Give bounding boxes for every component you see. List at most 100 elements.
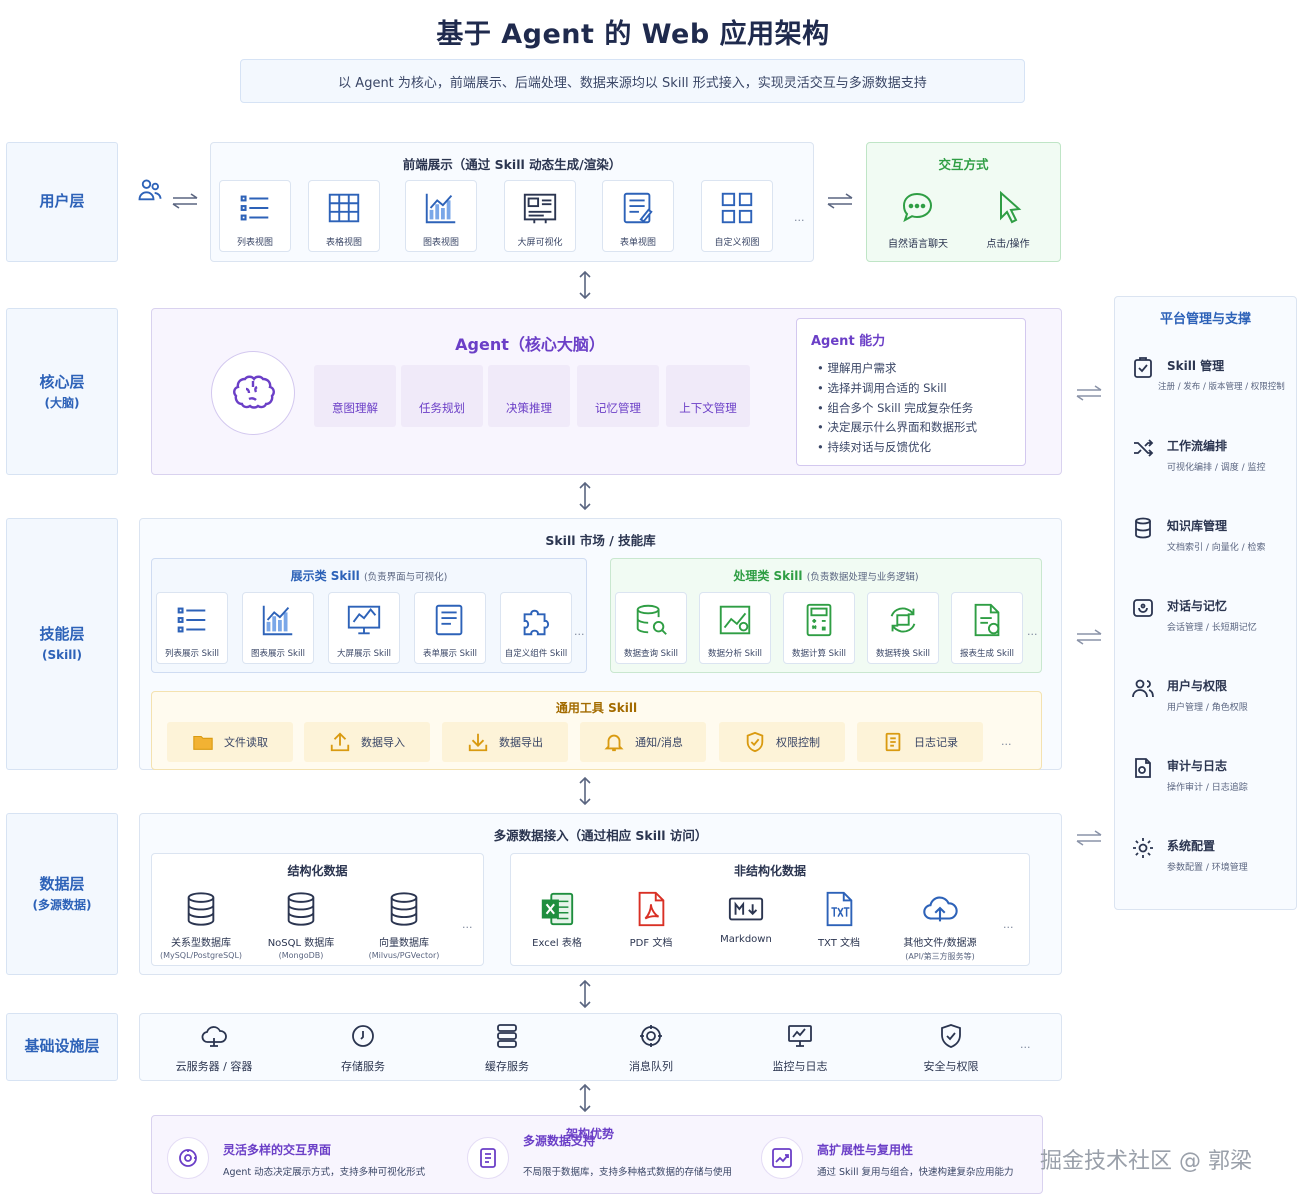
pdf-icon — [638, 891, 665, 927]
memory-icon — [1133, 599, 1153, 617]
structured-title: 结构化数据 — [287, 864, 348, 878]
unstructured-title: 非结构化数据 — [733, 864, 806, 878]
infra-item: 云服务器 / 容器 — [154, 1022, 274, 1074]
infra-item: 监控与日志 — [740, 1022, 860, 1074]
platform-panel — [1114, 296, 1297, 910]
structured-more: ... — [462, 918, 473, 931]
unstructured-name: PDF 文档 — [629, 938, 673, 949]
platform-item: 对话与记忆会话管理 / 长短期记忆 — [1131, 596, 1291, 646]
upload-icon — [330, 732, 350, 752]
frontend-card-table: 表格视图 — [308, 180, 380, 252]
layer-skill-label: 技能层 — [39, 625, 85, 644]
agent-ability-item: 决定展示什么界面和数据形式 — [817, 418, 977, 438]
tool-label: 数据导入 — [361, 736, 405, 749]
tools-more: ... — [1001, 735, 1012, 748]
display-skill-card: 自定义组件 Skill — [500, 592, 572, 664]
display-skill-card: 图表展示 Skill — [242, 592, 314, 664]
infra-item: 消息队列 — [591, 1022, 711, 1074]
vertical-arrow-icon — [579, 1083, 591, 1113]
process-skill-card: 数据转换 Skill — [867, 592, 939, 664]
tool-permission: 权限控制 — [719, 722, 845, 762]
vertical-arrow-icon — [579, 481, 591, 511]
structured-name: NoSQL 数据库 — [267, 938, 335, 949]
platform-title: 平台管理与支撑 — [1159, 312, 1251, 327]
platform-item-name: 系统配置 — [1167, 839, 1216, 853]
workflow-icon — [1134, 439, 1154, 457]
advantage-item: 多源数据支持 不局限于数据库，支持多种格式数据的存储与使用 — [467, 1133, 807, 1183]
platform-item-desc: 用户管理 / 角色权限 — [1167, 703, 1248, 713]
advantage-icon-wrap — [761, 1137, 803, 1179]
chart-view-icon — [425, 193, 456, 224]
process-skill-label: 数据查询 Skill — [623, 649, 679, 659]
frontend-panel: 前端展示（通过 Skill 动态生成/渲染） 列表视图 表格视图 图表视图 大屏… — [210, 142, 814, 262]
process-skill-label: 报表生成 Skill — [959, 649, 1015, 659]
cloud-icon — [923, 896, 958, 922]
platform-item-desc: 注册 / 发布 / 版本管理 / 权限控制 — [1158, 382, 1285, 392]
puzzle-icon — [523, 609, 550, 636]
frontend-card-chart: 图表视图 — [405, 180, 477, 252]
process-skill-title: 处理类 Skill — [733, 569, 803, 583]
knowledge-base-icon — [1135, 517, 1151, 539]
display-skill-note: (负责界面与可视化) — [363, 572, 448, 583]
interaction-label-chat: 自然语言聊天 — [888, 239, 948, 250]
agent-cap-reasoning: 决策推理 — [488, 365, 570, 427]
platform-item-desc: 可视化编排 / 调度 / 监控 — [1167, 463, 1266, 473]
platform-item: 用户与权限用户管理 / 角色权限 — [1131, 676, 1291, 726]
monitor-chart-icon — [347, 605, 381, 635]
tool-import: 数据导入 — [304, 722, 430, 762]
list-view-icon — [177, 607, 206, 633]
advantage-name: 高扩展性与复用性 — [817, 1143, 914, 1157]
layer-user-label: 用户层 — [39, 192, 85, 211]
platform-item: 工作流编排可视化编排 / 调度 / 监控 — [1131, 436, 1291, 486]
advantage-item: 高扩展性与复用性 通过 Skill 复用与组合，快速构建复杂应用能力 — [761, 1133, 1101, 1183]
cloud-server-icon — [201, 1026, 227, 1047]
advantages-panel — [151, 1115, 1043, 1194]
txt-icon — [826, 891, 853, 927]
unstructured-name: Markdown — [720, 934, 772, 945]
shield-icon — [746, 731, 764, 753]
frontend-card-label: 图表视图 — [422, 238, 459, 248]
brain-icon — [233, 375, 275, 409]
frontend-card-dashboard: 大屏可视化 — [504, 180, 576, 252]
display-skill-label: 表单展示 Skill — [422, 649, 478, 659]
display-skill-card: 表单展示 Skill — [414, 592, 486, 664]
list-view-icon — [240, 195, 269, 221]
infra-label: 监控与日志 — [772, 1060, 828, 1073]
security-shield-icon — [941, 1024, 961, 1048]
structured-desc: (Milvus/PGVector) — [368, 951, 440, 960]
platform-item-name: 审计与日志 — [1167, 759, 1228, 773]
database-search-icon — [636, 604, 667, 635]
vertical-arrow-icon — [579, 270, 591, 300]
convert-icon — [890, 607, 916, 633]
infra-label: 缓存服务 — [485, 1060, 529, 1073]
bidirectional-arrow-icon — [1076, 830, 1102, 846]
frontend-card-label: 表格视图 — [325, 238, 362, 248]
layer-core: 核心层(大脑) — [6, 308, 118, 475]
display-skill-title: 展示类 Skill — [290, 569, 360, 583]
platform-item-name: 用户与权限 — [1167, 679, 1228, 693]
layer-core-sub: (大脑) — [44, 395, 80, 410]
database-icon — [287, 892, 315, 926]
display-skill-label: 自定义组件 Skill — [504, 649, 568, 659]
dashboard-icon — [523, 193, 557, 224]
custom-view-icon — [721, 192, 753, 224]
platform-item: 审计与日志操作审计 / 日志追踪 — [1131, 756, 1291, 806]
platform-item: 系统配置参数配置 / 环境管理 — [1131, 836, 1291, 886]
platform-item: Skill 管理注册 / 发布 / 版本管理 / 权限控制 — [1131, 356, 1291, 406]
tool-label: 通知/消息 — [635, 736, 683, 749]
unstructured-desc: (API/第三方服务等) — [905, 952, 975, 961]
process-skill-more: ... — [1027, 625, 1038, 638]
message-queue-icon — [640, 1025, 662, 1047]
tool-log: 日志记录 — [857, 722, 983, 762]
unstructured-item: Markdown — [691, 890, 801, 945]
frontend-card-list: 列表视图 — [219, 180, 291, 252]
layer-data-sub: (多源数据) — [32, 898, 92, 913]
folder-icon — [193, 735, 213, 750]
infra-label: 云服务器 / 容器 — [175, 1060, 253, 1073]
display-skill-heading: 展示类 Skill (负责界面与可视化) — [152, 567, 586, 584]
download-icon — [468, 733, 488, 752]
agent-ability-list: 理解用户需求 选择并调用合适的 Skill 组合多个 Skill 完成复杂任务 … — [817, 359, 977, 458]
tools-skill-title: 通用工具 Skill — [555, 701, 638, 715]
tool-label: 文件读取 — [224, 736, 268, 749]
watermark: 掘金技术社区 @ 郭梁 — [1040, 1149, 1252, 1174]
